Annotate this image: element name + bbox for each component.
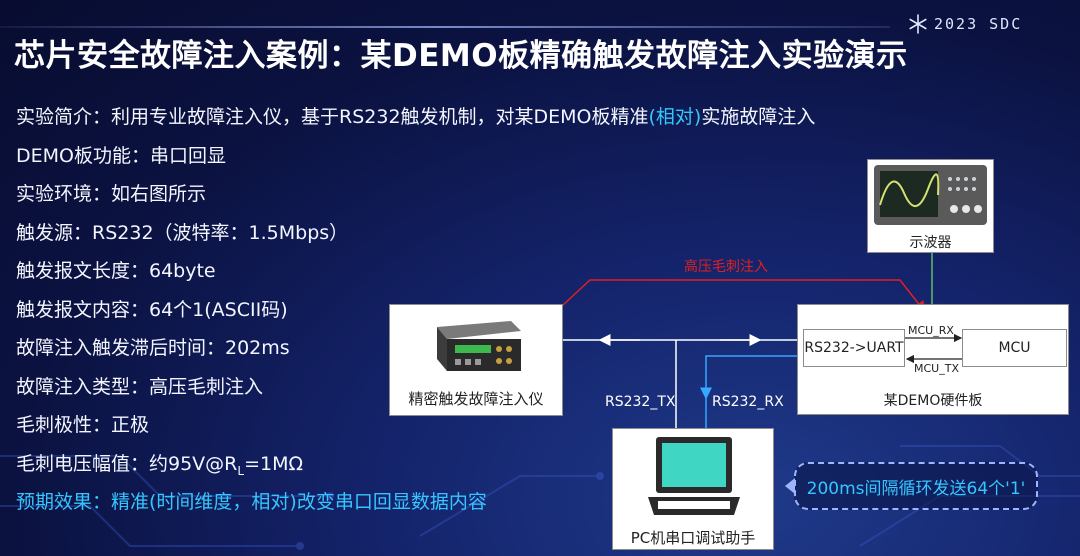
info-glitch-amplitude: 毛刺电压幅值：约95V@RL=1MΩ <box>16 452 303 478</box>
glitch-label: 高压毛刺注入 <box>684 259 768 275</box>
brand-text: 2023 SDC <box>934 15 1023 33</box>
info-message-length: 触发报文长度：64byte <box>16 260 216 282</box>
info-board-function: DEMO板功能：串口回显 <box>16 144 226 167</box>
board-label: 某DEMO硬件板 <box>883 393 983 409</box>
page-title: 芯片安全故障注入案例：某DEMO板精确触发故障注入实验演示 <box>14 38 908 74</box>
rs232-uart-label: RS232->UART <box>804 340 904 356</box>
callout-bubble: 200ms间隔循环发送64个'1' <box>785 462 1038 510</box>
mcu-rx-label: MCU_RX <box>908 324 954 337</box>
brand-logo: 2023 SDC <box>908 12 1022 36</box>
pc-label: PC机串口调试助手 <box>630 529 756 547</box>
experiment-info-list: 实验简介：利用专业故障注入仪，基于RS232触发机制，对某DEMO板精准(相对)… <box>16 98 815 522</box>
rs232-uart-box: RS232->UART <box>803 329 905 367</box>
injector-label: 精密触发故障注入仪 <box>408 390 544 408</box>
pc-box: PC机串口调试助手 <box>612 428 774 550</box>
oscilloscope-label: 示波器 <box>909 235 952 251</box>
injector-icon <box>437 321 521 371</box>
info-intro: 实验简介：利用专业故障注入仪，基于RS232触发机制，对某DEMO板精准(相对)… <box>16 106 816 128</box>
info-expected-effect: 预期效果：精准(时间维度，相对)改变串口回显数据内容 <box>16 491 487 513</box>
rx-line <box>700 355 797 400</box>
circuit-background <box>0 445 1080 550</box>
info-trigger-delay: 故障注入触发滞后时间：202ms <box>16 337 290 359</box>
oscilloscope-box: 示波器 <box>867 159 994 253</box>
mcu-tx-label: MCU_TX <box>914 362 959 375</box>
mcu-box: MCU <box>962 329 1067 367</box>
snowflake-icon <box>909 14 927 34</box>
mcu-label: MCU <box>998 340 1031 356</box>
demo-board-box: RS232->UART MCU MCU_RX MCU_TX 某DEMO硬件板 <box>797 304 1069 415</box>
info-message-content: 触发报文内容：64个1(ASCII码) <box>16 298 288 321</box>
info-trigger-source: 触发源：RS232（波特率：1.5Mbps） <box>16 221 349 244</box>
laptop-icon <box>648 437 740 515</box>
injector-box: 精密触发故障注入仪 <box>389 304 563 416</box>
rs232-tx-label: RS232_TX <box>605 394 676 410</box>
info-intro-highlight: (相对) <box>648 106 702 128</box>
glitch-line <box>562 279 926 314</box>
uart-mcu-links <box>905 333 963 364</box>
rs232-rx-label: RS232_RX <box>712 394 784 410</box>
info-glitch-polarity: 毛刺极性：正极 <box>16 414 150 436</box>
info-environment: 实验环境：如右图所示 <box>16 183 207 205</box>
header-rule <box>0 26 890 28</box>
oscilloscope-icon <box>874 165 987 225</box>
info-injection-type: 故障注入类型：高压毛刺注入 <box>16 375 264 398</box>
